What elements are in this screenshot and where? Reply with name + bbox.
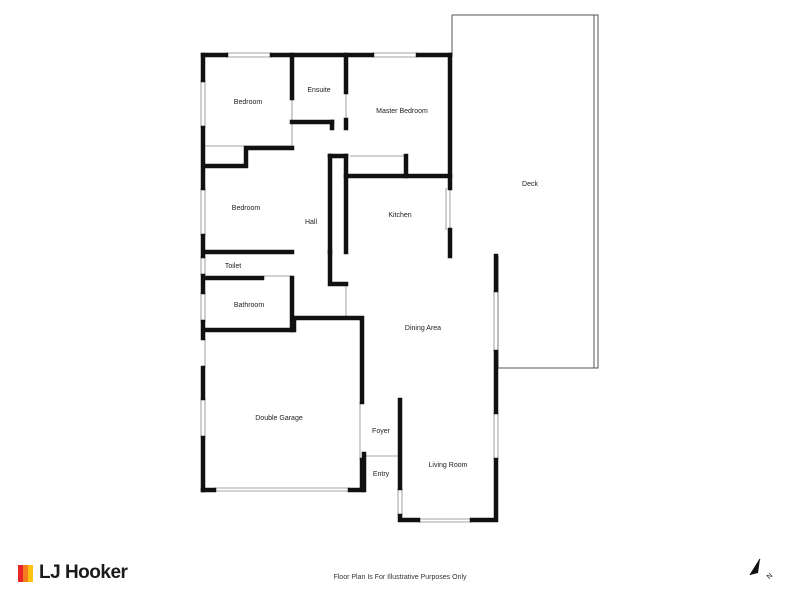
room-label-foyer: Foyer bbox=[372, 428, 391, 435]
room-label-bathroom: Bathroom bbox=[234, 302, 265, 309]
room-label-hall: Hall bbox=[305, 219, 318, 226]
room-label-master-bedroom: Master Bedroom bbox=[376, 108, 428, 115]
logo-mark-icon bbox=[18, 564, 33, 582]
room-label-toilet: Toilet bbox=[225, 263, 241, 270]
room-label-entry: Entry bbox=[373, 471, 390, 478]
lj-hooker-logo: LJ Hooker bbox=[18, 562, 128, 583]
room-label-living-room: Living Room bbox=[429, 462, 468, 469]
room-label-double-garage: Double Garage bbox=[255, 415, 303, 422]
room-label-deck: Deck bbox=[522, 181, 538, 188]
plan-disclaimer: Floor Plan Is For Illustrative Purposes … bbox=[333, 574, 467, 581]
deck-outline bbox=[451, 14, 599, 369]
room-label-kitchen: Kitchen bbox=[388, 212, 411, 219]
brand-name: LJ Hooker bbox=[39, 562, 128, 583]
window-lines bbox=[200, 52, 499, 523]
room-label-bedroom-1: Bedroom bbox=[234, 99, 263, 106]
walls bbox=[200, 52, 499, 523]
north-letter: N bbox=[766, 572, 775, 581]
room-label-ensuite: Ensuite bbox=[307, 87, 330, 94]
north-arrow-icon: N bbox=[749, 558, 775, 581]
room-label-bedroom-2: Bedroom bbox=[232, 205, 261, 212]
room-labels: Bedroom Ensuite Master Bedroom Deck Bedr… bbox=[225, 87, 539, 478]
room-label-dining-area: Dining Area bbox=[405, 325, 441, 332]
